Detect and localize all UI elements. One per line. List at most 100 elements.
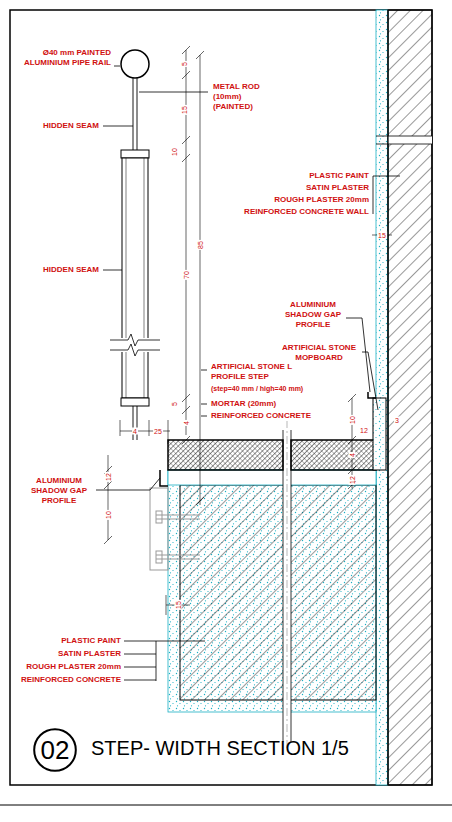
drawing-stroke	[182, 46, 190, 54]
drawing-stroke	[110, 334, 160, 346]
callout-label: ARTIFICIAL STONE L PROFILE STEP	[210, 362, 297, 382]
drawing-stroke	[168, 440, 283, 470]
leader-lines	[96, 66, 400, 681]
anchor-bracket	[150, 488, 200, 570]
dimension-number: 12	[349, 475, 356, 485]
drawing-stroke	[182, 406, 190, 414]
drawing-stroke	[376, 136, 432, 137]
drawing-stroke	[168, 420, 169, 444]
drawing-stroke	[201, 370, 207, 371]
callout-label: ROUGH PLASTER 20mm	[273, 195, 370, 205]
drawing-stroke	[156, 551, 162, 563]
dimension-number: 4	[183, 420, 190, 426]
drawing-stroke	[287, 420, 288, 750]
drawing-number: 02	[41, 735, 70, 766]
drawing-stroke	[160, 470, 168, 486]
dimension-number: 15	[181, 105, 188, 115]
drawing-stroke	[156, 559, 200, 560]
drawing-stroke	[182, 71, 190, 79]
drawing-stroke	[291, 440, 376, 470]
drawing-stroke	[139, 92, 208, 93]
drawing-stroke	[137, 406, 138, 440]
drawing-stroke	[122, 158, 148, 398]
drawing-stroke	[120, 420, 121, 436]
drawing-stroke	[133, 406, 134, 440]
drawing-stroke	[124, 654, 156, 655]
drawing-stroke	[124, 641, 156, 642]
drawing-stroke	[156, 515, 200, 516]
drawing-stroke	[121, 50, 149, 78]
dimension-number: 10	[171, 147, 178, 157]
drawing-stroke	[201, 416, 207, 417]
callout-label: SATIN PLASTER	[57, 649, 122, 659]
drawing-stroke	[201, 404, 207, 405]
drawing-stroke	[149, 420, 150, 436]
drawing-stroke	[150, 488, 168, 570]
drawing-stroke	[124, 680, 156, 681]
dimension-number: 12	[105, 472, 112, 482]
drawing-number-circle: 02	[33, 728, 77, 772]
drawing-stroke	[182, 394, 190, 402]
dimension-number: 4	[349, 452, 356, 458]
dimension-number: 3	[394, 417, 400, 424]
drawing-stroke	[283, 430, 284, 742]
callout-label: PLASTIC PAINT	[60, 636, 122, 646]
dimension-lines	[104, 46, 392, 615]
drawing-stroke	[126, 158, 127, 398]
drawing-stroke	[156, 641, 205, 642]
drawing-stroke	[103, 126, 133, 127]
dimension-number: 5	[171, 401, 178, 407]
drawing-stroke	[137, 78, 138, 150]
dimension-number: 15	[175, 600, 182, 610]
drawing-stroke	[156, 641, 157, 681]
dimension-number: 10	[349, 415, 356, 425]
drawing-stroke	[156, 511, 162, 523]
drawing-stroke	[348, 466, 356, 474]
callout-label: PLASTIC PAINT	[308, 171, 370, 181]
drawing-stroke	[388, 136, 432, 144]
callout-label: REINFORCED CONCRETE	[210, 411, 312, 421]
drawing-stroke	[196, 497, 204, 505]
drawing-stroke	[348, 394, 356, 402]
callout-label: HIDDEN SEAM	[42, 121, 100, 131]
drawing-stroke	[156, 519, 200, 520]
drawing-stroke	[110, 344, 160, 356]
drawing-stroke	[388, 10, 432, 785]
dimension-number: 10	[105, 510, 112, 520]
dimension-number: 12	[359, 427, 369, 434]
dimension-number: 85	[197, 240, 204, 250]
drawing-stroke	[291, 430, 292, 742]
callout-label: MORTAR (20mm)	[210, 399, 277, 409]
drawing-stroke	[376, 144, 432, 145]
callout-label: ALUMINIUM SHADOW GAP PROFILE	[22, 476, 96, 506]
callout-label: Ø40 mm PAINTED ALUMINIUM PIPE RAIL	[12, 48, 112, 68]
drawing-stroke	[144, 158, 145, 398]
drawing-stroke	[121, 398, 149, 406]
drawing-stroke	[182, 436, 190, 444]
dimension-number: 4	[132, 428, 138, 435]
drawing-stroke	[348, 436, 356, 444]
callout-label: ARTIFICIAL STONE MOPBOARD	[276, 343, 362, 363]
drawing-stroke	[121, 150, 149, 158]
drawing-stroke	[196, 51, 204, 59]
callout-label: ROUGH PLASTER 20mm	[25, 662, 122, 672]
drawing-stroke	[104, 481, 112, 489]
drawing-stroke	[133, 78, 134, 150]
drawing-stroke	[200, 55, 201, 505]
drawing-stroke	[373, 176, 400, 177]
drawing-stroke	[387, 10, 388, 785]
drawing-stroke	[362, 352, 378, 410]
dimension-number: 25	[153, 428, 163, 435]
sheet-line	[0, 805, 452, 806]
drawing-stroke	[373, 398, 386, 470]
callout-label: SATIN PLASTER	[305, 183, 370, 193]
drawing-stroke	[373, 176, 374, 214]
drawing-stroke	[182, 154, 190, 162]
callout-label: REINFORCED CONCRETE	[20, 675, 122, 685]
drawing-stroke	[156, 555, 200, 556]
drawing-stroke	[168, 470, 376, 712]
circle-outline	[34, 729, 76, 771]
drawing-stroke	[108, 455, 109, 540]
drawing-stroke	[182, 136, 190, 144]
drawing-title: STEP- WIDTH SECTION 1/5	[91, 737, 349, 760]
